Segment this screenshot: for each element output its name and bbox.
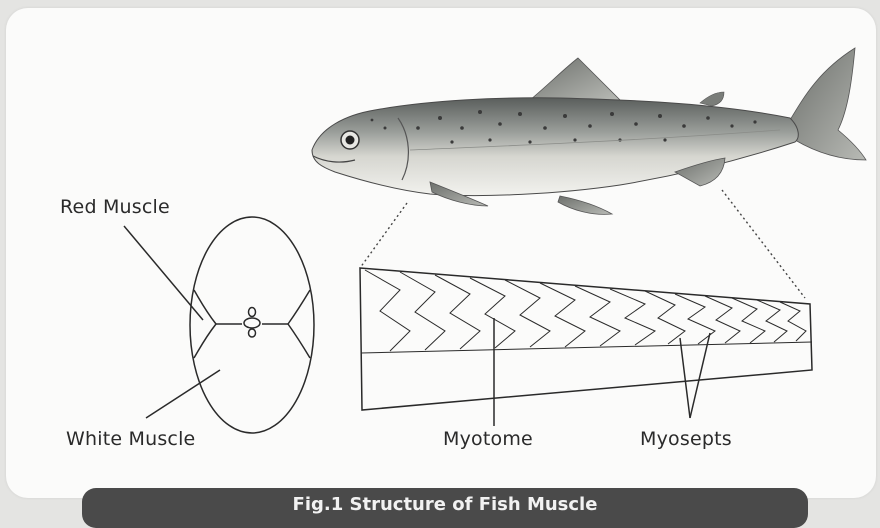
myosepts-leader-right (690, 333, 710, 418)
adipose-fin (700, 92, 724, 106)
projection-line-right (722, 190, 805, 298)
dorsal-fin (530, 58, 620, 100)
horizontal-divider (361, 342, 812, 353)
red-muscle-leader (124, 226, 203, 320)
longitudinal-section (360, 268, 812, 410)
myotome-label: Myotome (443, 428, 533, 450)
tail-fin (790, 48, 866, 160)
myosepts-label: Myosepts (640, 428, 732, 450)
longitudinal-outline (360, 268, 812, 410)
figure-caption: Fig.1 Structure of Fish Muscle (82, 488, 808, 528)
white-muscle-label: White Muscle (66, 428, 195, 450)
notochord (249, 329, 256, 337)
spinal-cord (249, 308, 256, 317)
pelvic-fin (558, 196, 612, 214)
cross-section (190, 217, 314, 433)
red-muscle-label: Red Muscle (60, 196, 170, 218)
fish-body (312, 98, 798, 196)
projection-line-left (360, 203, 407, 268)
leader-lines (124, 226, 710, 426)
myosept-chevrons (365, 270, 806, 351)
vertebra (244, 318, 260, 328)
red-muscle-right (288, 290, 310, 358)
trout-illustration (312, 48, 866, 214)
white-muscle-leader (146, 370, 220, 418)
cross-section-outline (190, 217, 314, 433)
red-muscle-left (194, 290, 216, 358)
myosepts-leader-left (680, 338, 690, 418)
